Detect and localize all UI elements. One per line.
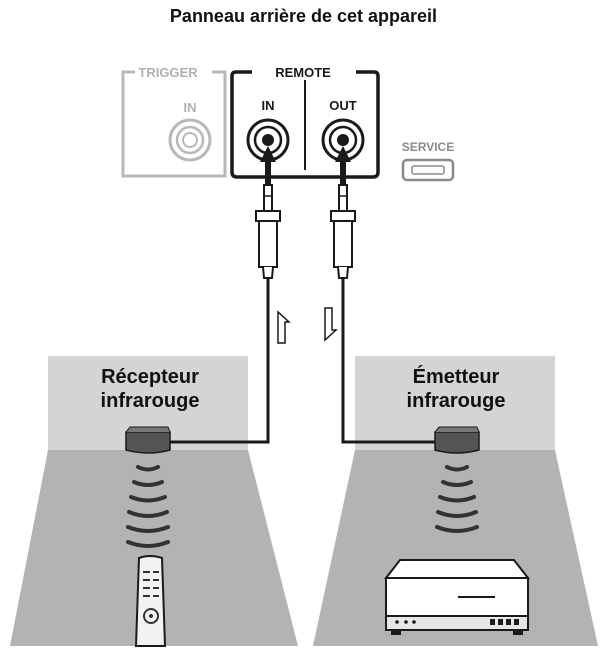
remote-section: REMOTE IN OUT	[230, 65, 380, 179]
service-label: SERVICE	[402, 140, 454, 154]
remote-in-jack	[246, 118, 290, 162]
emitter-label-line2: infrarouge	[406, 390, 506, 412]
receiver-label: Récepteur infrarouge	[60, 365, 240, 413]
source-device-icon	[383, 559, 531, 635]
receiver-label-line1: Récepteur	[101, 366, 199, 388]
diagram-title: Panneau arrière de cet appareil	[169, 6, 438, 26]
signal-up-arrow	[277, 310, 291, 344]
remote-control-icon	[134, 555, 167, 647]
receiver-plug	[255, 146, 281, 279]
receiver-ir-waves	[126, 465, 170, 548]
remote-out-label: OUT	[329, 98, 357, 113]
service-port: SERVICE	[401, 140, 455, 182]
emitter-plug	[330, 146, 356, 279]
trigger-section: TRIGGER IN	[121, 65, 227, 178]
receiver-room	[10, 356, 298, 646]
emitter-ir-waves	[435, 465, 479, 533]
trigger-label: TRIGGER	[138, 65, 198, 80]
trigger-in-jack	[168, 118, 212, 162]
receiver-cable	[165, 278, 270, 444]
remote-in-label: IN	[262, 98, 275, 113]
emitter-cable	[341, 278, 440, 444]
receiver-label-line2: infrarouge	[100, 390, 200, 412]
emitter-label: Émetteur infrarouge	[366, 365, 546, 413]
signal-down-arrow	[324, 307, 338, 342]
emitter-label-line1: Émetteur	[412, 366, 500, 388]
remote-label: REMOTE	[275, 65, 331, 80]
ir-receiver-box	[125, 426, 171, 454]
trigger-in-label: IN	[184, 100, 197, 115]
ir-emitter-box	[434, 426, 480, 454]
